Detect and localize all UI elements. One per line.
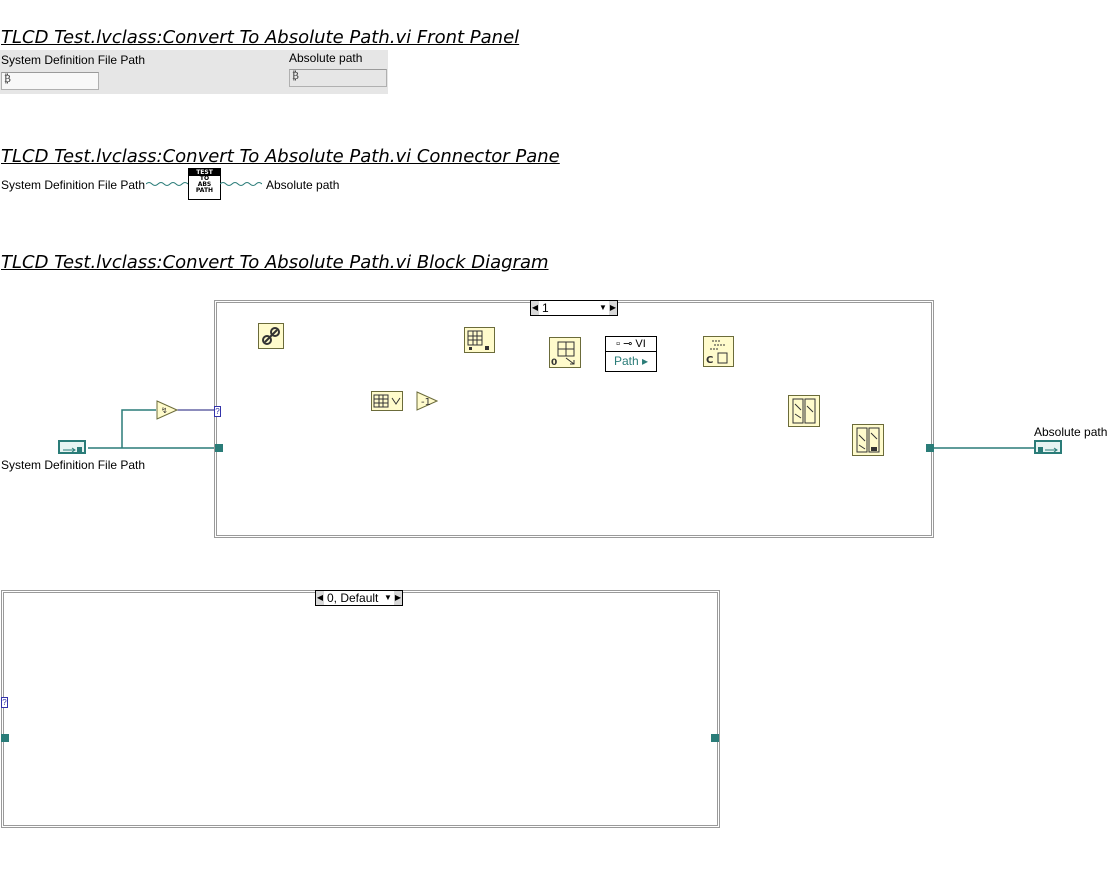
vi-icon[interactable]: TEST TO ABS PATH <box>188 168 221 200</box>
cp-input-label: System Definition File Path <box>1 178 146 192</box>
match-pattern-function-icon[interactable] <box>371 391 403 411</box>
chevron-down-icon[interactable]: ▼ <box>384 593 392 602</box>
cp-input-wire <box>146 182 188 186</box>
case-selector-terminal[interactable]: ? <box>214 406 221 417</box>
cp-output-wire <box>220 182 262 186</box>
vi-icon-line: ABS <box>197 181 212 188</box>
case-selector-terminal[interactable]: ? <box>1 697 8 708</box>
sysdef-path-terminal[interactable] <box>58 440 86 454</box>
property-name: Path <box>613 354 639 368</box>
case-prev-arrow-icon[interactable]: ◀ <box>531 301 539 315</box>
property-node-class: VI <box>635 338 646 350</box>
absolute-path-indicator: ₿ <box>289 69 387 87</box>
current-vi-path-icon[interactable] <box>258 323 284 349</box>
build-path-function-icon[interactable] <box>788 395 820 427</box>
block-diagram-title: TLCD Test.lvclass:Convert To Absolute Pa… <box>1 252 549 273</box>
chevron-down-icon[interactable]: ▼ <box>599 303 607 312</box>
case-selector-bottom[interactable]: ◀ 0, Default ▼ ▶ <box>315 590 403 606</box>
vi-class-icon: ▫ ⊸ <box>616 338 633 350</box>
build-path-function-icon[interactable] <box>852 424 884 456</box>
input-tunnel[interactable] <box>1 734 9 742</box>
connector-pane-title: TLCD Test.lvclass:Convert To Absolute Pa… <box>1 146 560 167</box>
absolute-path-label: Absolute path <box>289 51 363 65</box>
svg-text:C: C <box>706 355 713 366</box>
bd-input-label: System Definition File Path <box>1 458 146 472</box>
path-browse-icon: ₿ <box>292 71 299 82</box>
cp-output-label: Absolute path <box>266 178 340 192</box>
svg-text:0: 0 <box>551 358 557 367</box>
case-next-arrow-icon[interactable]: ▶ <box>394 591 402 605</box>
sysdef-path-label: System Definition File Path <box>1 53 146 67</box>
vi-icon-line: TO <box>199 175 210 182</box>
vi-property-node[interactable]: ▫ ⊸ VI Path ▸ <box>605 336 657 372</box>
case-structure-top[interactable] <box>214 300 934 538</box>
svg-text:↯: ↯ <box>161 406 168 415</box>
front-panel-title: TLCD Test.lvclass:Convert To Absolute Pa… <box>1 27 520 48</box>
sysdef-path-control[interactable]: ₿ <box>1 72 99 90</box>
case-selector-value: 1 <box>542 301 549 315</box>
absolute-path-terminal[interactable] <box>1034 440 1062 454</box>
strip-path-function-icon[interactable] <box>464 327 495 353</box>
case-structure-bottom[interactable] <box>1 590 720 828</box>
output-tunnel[interactable] <box>711 734 719 742</box>
not-a-path-function-icon[interactable]: ↯ <box>156 400 178 420</box>
front-panel: System Definition File Path ₿ Absolute p… <box>0 50 388 94</box>
case-selector-top[interactable]: ◀ 1 ▼ ▶ <box>530 300 618 316</box>
vi-icon-line: PATH <box>195 187 214 194</box>
case-selector-value: 0, Default <box>327 591 379 605</box>
output-tunnel[interactable] <box>926 444 934 452</box>
path-browse-icon: ₿ <box>4 74 11 85</box>
input-tunnel[interactable] <box>215 444 223 452</box>
vi-icon-top: TEST <box>189 169 220 176</box>
path-terminal-icon <box>1038 447 1058 453</box>
decrement-function-icon[interactable]: -1 <box>416 391 438 411</box>
close-reference-icon[interactable]: C <box>703 336 734 367</box>
svg-text:-1: -1 <box>421 397 431 408</box>
path-terminal-icon <box>63 447 82 453</box>
bd-output-label: Absolute path <box>1034 425 1108 439</box>
open-vi-reference-icon[interactable]: 0 <box>549 337 581 368</box>
case-next-arrow-icon[interactable]: ▶ <box>609 301 617 315</box>
property-row-path[interactable]: Path ▸ <box>613 354 649 368</box>
property-node-header: ▫ ⊸ VI <box>606 337 656 352</box>
case-prev-arrow-icon[interactable]: ◀ <box>316 591 324 605</box>
